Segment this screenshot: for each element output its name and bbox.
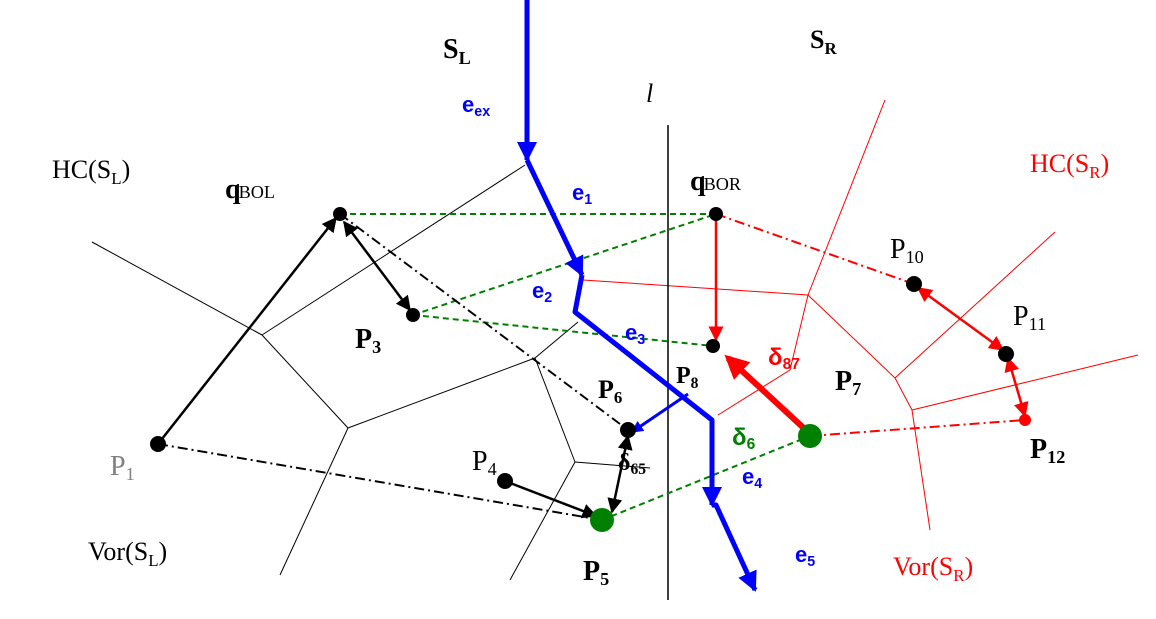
label-qBOL: qBOL xyxy=(225,174,275,205)
label-e-ex: eex xyxy=(462,92,490,120)
label-delta6: δ6 xyxy=(732,424,756,453)
point-P6 xyxy=(620,422,636,438)
label-delta87: δ87 xyxy=(768,344,800,373)
points xyxy=(150,207,1031,532)
point-P10 xyxy=(906,276,922,292)
label-l: l xyxy=(646,79,653,108)
hull-bridges xyxy=(340,213,811,521)
label-P5: P5 xyxy=(583,556,609,589)
label-HC-SR: HC(SR) xyxy=(1030,149,1109,182)
label-e3: e3 xyxy=(625,320,645,348)
point-P4 xyxy=(497,473,513,489)
label-SL: SL xyxy=(443,34,471,68)
label-P8: P8 xyxy=(676,363,699,392)
point-P5 xyxy=(590,508,614,532)
right-hull-dashdot xyxy=(715,213,1026,437)
labels: SL SR l HC(SL) HC(SR) Vor(SL) Vor(SR) qB… xyxy=(52,25,1109,589)
point-P3 xyxy=(406,308,420,322)
label-Vor-SL: Vor(SL) xyxy=(88,537,167,570)
label-qBOR: qBOR xyxy=(690,166,742,197)
label-Vor-SR: Vor(SR) xyxy=(893,552,973,585)
point-P12 xyxy=(1019,414,1031,426)
label-P1: P1 xyxy=(110,451,135,484)
label-HC-SL: HC(SL) xyxy=(52,155,130,188)
point-qBOR xyxy=(709,207,723,221)
label-P12: P12 xyxy=(1030,434,1065,467)
point-qBOL xyxy=(333,207,347,221)
label-P11: P11 xyxy=(1013,301,1046,334)
point-P7 xyxy=(798,424,822,448)
point-P11 xyxy=(998,346,1014,362)
left-voronoi-edges xyxy=(91,164,651,581)
label-P10: P10 xyxy=(890,234,924,267)
right-arrows xyxy=(708,218,1029,435)
left-hull-dashdot xyxy=(157,213,629,521)
label-P3: P3 xyxy=(355,324,381,357)
label-e1: e1 xyxy=(572,180,592,208)
label-delta65: δ65 xyxy=(618,450,646,478)
label-P7: P7 xyxy=(835,366,861,399)
label-P6: P6 xyxy=(598,375,622,407)
label-SR: SR xyxy=(810,25,837,58)
point-P8 xyxy=(706,339,720,353)
left-arrows xyxy=(157,216,633,519)
point-P1 xyxy=(150,436,166,452)
separating-chain xyxy=(517,0,758,592)
label-e2: e2 xyxy=(532,278,552,306)
label-e5: e5 xyxy=(795,542,815,570)
label-P4: P4 xyxy=(472,446,497,479)
label-e4: e4 xyxy=(742,464,762,492)
